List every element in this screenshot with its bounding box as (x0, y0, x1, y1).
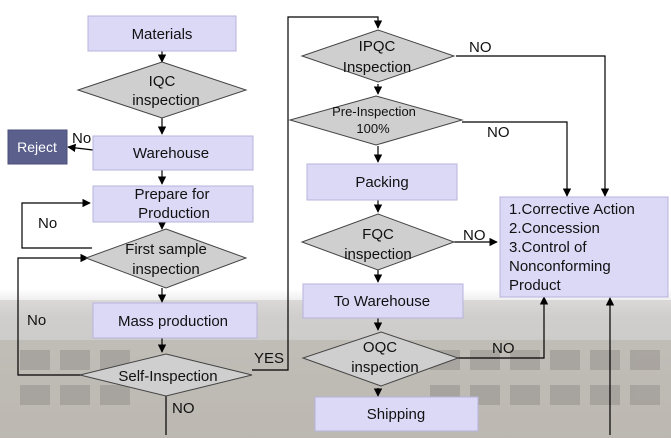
node-iqc-inspection: IQC inspection (76, 61, 248, 119)
packing-label: Packing (355, 174, 408, 191)
node-first-sample-inspection: First sample inspection (84, 228, 248, 289)
arrow-self-yes-ipqc (252, 16, 383, 371)
arrow-ipqc-no (456, 55, 610, 197)
label-no-bottom: NO (172, 400, 195, 417)
fqc-label-1: FQC (362, 226, 394, 243)
arrow-self-loop (17, 253, 89, 376)
arrow-warehouse-reject (67, 143, 94, 153)
label-no-self: No (27, 312, 46, 329)
node-pre-inspection: Pre-Inspection 100% (288, 95, 464, 146)
label-no-fqc: NO (463, 227, 486, 244)
node-materials: Materials (87, 15, 237, 52)
label-no-reject: No (72, 130, 91, 147)
to-warehouse-label: To Warehouse (334, 293, 430, 310)
node-oqc-inspection: OQC inspection (301, 331, 460, 387)
label-no-first-sample: No (38, 215, 57, 232)
node-ipqc-inspection: IPQC Inspection (300, 29, 456, 83)
reject-label: Reject (17, 139, 57, 155)
iqc-label-1: IQC (149, 73, 176, 90)
warehouse-label: Warehouse (133, 145, 209, 162)
pre-inspection-label-2: 100% (356, 121, 390, 136)
actions-line-3: 3.Control of (509, 239, 587, 256)
arrow-oqc-no (456, 296, 549, 359)
node-warehouse: Warehouse (92, 135, 254, 171)
first-sample-label-1: First sample (125, 241, 207, 258)
node-reject: Reject (7, 129, 68, 165)
actions-line-1: 1.Corrective Action (509, 201, 635, 218)
arrow-firstsample-loop (21, 198, 92, 249)
shipping-label: Shipping (367, 406, 425, 423)
node-prepare-for-production: Prepare for Production (92, 185, 254, 223)
oqc-label-1: OQC (363, 339, 397, 356)
self-inspection-label: Self-Inspection (118, 368, 217, 385)
ipqc-label-1: IPQC (359, 38, 396, 55)
iqc-label-2: inspection (132, 92, 200, 109)
oqc-label-2: inspection (351, 359, 419, 376)
label-no-ipqc: NO (469, 39, 492, 56)
building-background-photo (0, 300, 671, 438)
actions-line-4: Nonconforming (509, 258, 611, 275)
arrow-pre-no (462, 121, 572, 197)
node-fqc-inspection: FQC inspection (300, 213, 456, 271)
node-to-warehouse: To Warehouse (302, 283, 464, 319)
actions-line-2: 2.Concession (509, 220, 600, 237)
pre-inspection-label-1: Pre-Inspection (332, 104, 416, 119)
label-no-pre: NO (487, 124, 510, 141)
label-yes-self: YES (254, 350, 284, 367)
node-mass-production: Mass production (92, 302, 258, 339)
materials-label: Materials (132, 26, 193, 43)
label-no-oqc: NO (492, 340, 515, 357)
ipqc-label-2: Inspection (343, 59, 411, 76)
node-self-inspection: Self-Inspection (79, 353, 253, 397)
connectors (17, 16, 615, 435)
prepare-label-1: Prepare for (134, 186, 209, 203)
prepare-label-2: Production (138, 205, 210, 222)
actions-line-5: Product (509, 277, 562, 294)
node-packing: Packing (306, 163, 458, 201)
node-shipping: Shipping (314, 396, 479, 432)
fqc-label-2: inspection (344, 246, 412, 263)
first-sample-label-2: inspection (132, 261, 200, 278)
mass-production-label: Mass production (118, 313, 228, 330)
node-corrective-actions: 1.Corrective Action 2.Concession 3.Contr… (499, 196, 669, 298)
